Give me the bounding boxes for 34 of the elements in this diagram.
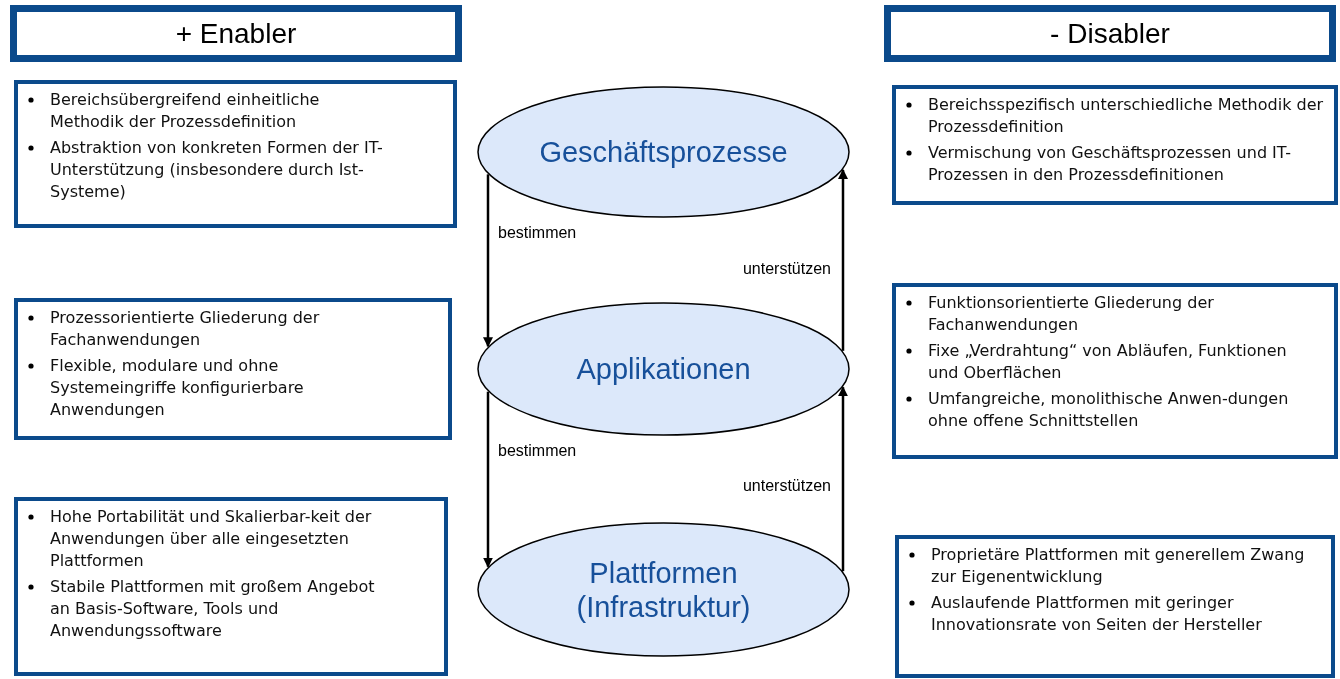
- arrow: [838, 386, 848, 572]
- arrow: [483, 174, 493, 348]
- bullet-text: Flexible, modulare und ohne Systemeingriffe konfigurierbare Anwendungen: [50, 355, 305, 421]
- bullet-text: Vermischung von Geschäftsprozessen und IT-Prozessen in den Prozessdefinitionen: [928, 142, 1292, 186]
- header-text: + Enabler: [175, 17, 297, 50]
- factor-box: [895, 535, 1335, 678]
- bullet-text: Stabile Plattformen mit großem Angebot an Basis-Software, Tools und Anwendungssoftware: [50, 576, 376, 642]
- bullet-text: Abstraktion von konkreten Formen der IT-Unterstützung (insbesondere durch Ist-Systeme): [50, 137, 384, 203]
- header-text: - Disabler: [1050, 17, 1170, 50]
- header-box: [884, 5, 1336, 62]
- layer-label: Geschäftsprozesse: [539, 135, 788, 169]
- layer-label: Applikationen: [576, 352, 751, 386]
- bullet-text: Prozessorientierte Gliederung der Fachanwendungen: [50, 307, 321, 351]
- edge-label: unterstützen: [742, 259, 831, 278]
- arrow: [838, 168, 848, 351]
- layer-label: Plattformen (Infrastruktur): [575, 555, 752, 624]
- bullet-text: Proprietäre Plattformen mit generellem Zwang zur Eigenentwicklung: [931, 544, 1306, 588]
- edge-label: bestimmen: [498, 441, 577, 460]
- bullet-text: Fixe „Verdrahtung“ von Abläufen, Funktionen und Oberflächen: [928, 340, 1288, 384]
- bullet-text: Bereichsübergreifend einheitliche Methodik der Prozessdefinition: [50, 89, 321, 133]
- header-box: [10, 5, 462, 62]
- arrow: [483, 391, 493, 568]
- edge-label: unterstützen: [742, 477, 831, 496]
- edge-label: bestimmen: [498, 224, 577, 243]
- bullet-text: Auslaufende Plattformen mit geringer Innovationsrate von Seiten der Hersteller: [931, 592, 1263, 636]
- factor-box: [14, 298, 452, 440]
- bullet-text: Funktionsorientierte Gliederung der Fachanwendungen: [928, 292, 1215, 336]
- factor-box: [892, 85, 1338, 205]
- bullet-text: Hohe Portabilität und Skalierbar-keit der Anwendungen über alle eingesetzten Plattformen: [50, 506, 373, 572]
- bullet-text: Umfangreiche, monolithische Anwen-dungen ohne offene Schnittstellen: [928, 388, 1290, 432]
- factor-box: [14, 497, 448, 676]
- factor-box: [14, 80, 457, 228]
- bullet-text: Bereichsspezifisch unterschiedliche Methodik der Prozessdefinition: [928, 94, 1325, 138]
- factor-box: [892, 283, 1338, 459]
